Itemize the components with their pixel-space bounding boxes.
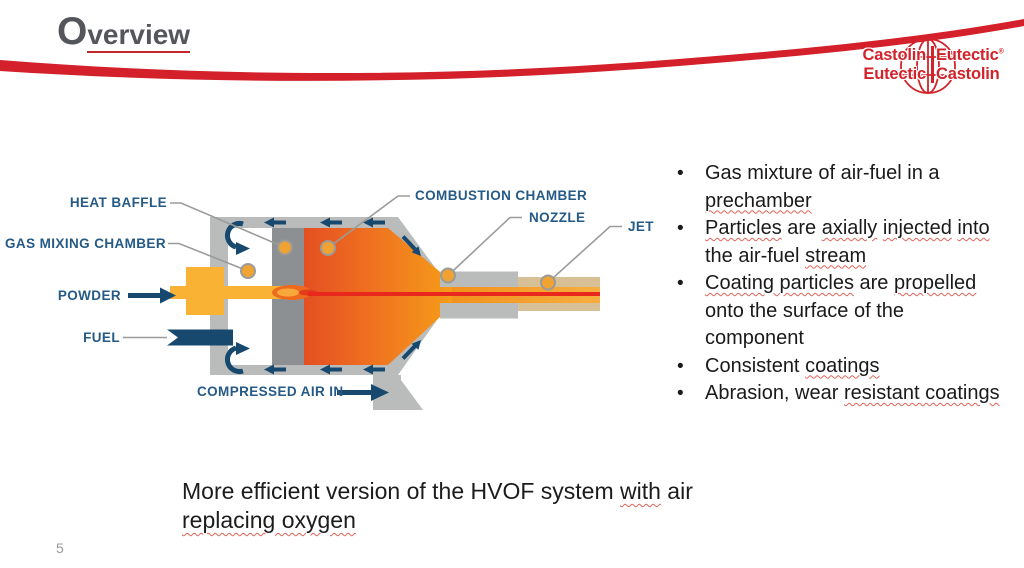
castolin-eutectic-logo: Castolin Eutectic® Eutectic Castolin xyxy=(845,46,1017,83)
combustion-chamber xyxy=(304,228,452,365)
misspelled-text: axially xyxy=(821,217,878,239)
misspelled-text: replacing oxygen xyxy=(182,507,356,533)
page-title: Overview xyxy=(57,10,191,54)
logo-word: Castolin xyxy=(936,64,1000,83)
logo-word: Eutectic xyxy=(863,64,926,83)
bullet-list: Gas mixture of air-fuel in a prechamberPa… xyxy=(668,160,1020,408)
label-fuel: FUEL xyxy=(83,330,120,345)
logo-word: Castolin xyxy=(862,46,927,64)
flow-arrows xyxy=(264,217,385,375)
text-segment: Abrasion, wear xyxy=(705,382,844,404)
misspelled-text: resistant coatings xyxy=(843,382,1000,404)
bullet-item: Consistent coatings xyxy=(668,353,1020,381)
jet-centre-line xyxy=(308,292,600,296)
fuel-inlet xyxy=(167,329,233,346)
bullet-item: Abrasion, wear resistant coatings xyxy=(668,380,1020,408)
misspelled-text: injected xyxy=(882,217,952,239)
logo-divider xyxy=(931,46,934,83)
misspelled-text: coatings xyxy=(805,354,880,377)
bullet-item: Coating particles are propelled onto the … xyxy=(668,270,1020,353)
misspelled-text: Particles xyxy=(705,217,782,239)
label-compressed-air-in: COMPRESSED AIR IN xyxy=(197,384,344,399)
particle-dots xyxy=(240,239,556,291)
text-segment: Gas mixture of air-fuel in a xyxy=(705,162,940,184)
hvof-gun-diagram xyxy=(123,195,622,410)
logo-word: Eutectic® xyxy=(936,46,1004,64)
title-initial: O xyxy=(57,10,88,53)
powder-arrow xyxy=(128,287,176,304)
misspelled-text: into xyxy=(957,217,990,239)
misspelled-text: with xyxy=(620,478,661,504)
powder-inlet xyxy=(170,267,286,315)
footer-text: More efficient version of the HVOF syste… xyxy=(182,477,822,535)
misspelled-text: stream xyxy=(805,244,867,267)
circulation-arrows xyxy=(225,221,250,374)
text-segment: are xyxy=(781,217,822,239)
text-segment: More efficient version of the HVOF syste… xyxy=(182,478,621,504)
label-jet: JET xyxy=(628,219,654,234)
bullet-item: Particles are axially injected into the a… xyxy=(668,215,1020,270)
bullet-item: Gas mixture of air-fuel in a prechamber xyxy=(668,160,1020,215)
title-rest: verview xyxy=(87,19,191,53)
taper-arrows xyxy=(401,235,421,360)
flame xyxy=(272,285,317,300)
label-nozzle: NOZZLE xyxy=(529,210,586,225)
label-gas-mixing-chamber: GAS MIXING CHAMBER xyxy=(5,236,166,251)
compressed-air-arrow xyxy=(337,384,389,401)
label-heat-baffle: HEAT BAFFLE xyxy=(69,195,167,210)
registered-mark: ® xyxy=(998,48,1004,56)
page-number: 5 xyxy=(56,540,64,556)
text-segment: onto the surface of the xyxy=(705,299,905,322)
air-inlet-port xyxy=(373,375,423,410)
jet-beam xyxy=(452,287,600,303)
misspelled-text: Coating particles xyxy=(705,272,854,294)
text-segment: are xyxy=(853,272,894,294)
gun-casing xyxy=(210,217,438,375)
text-segment: air xyxy=(660,478,693,504)
logo-row-1: Castolin Eutectic® xyxy=(845,46,1017,65)
nozzle-tube xyxy=(440,271,600,319)
heat-baffle xyxy=(272,228,304,365)
misspelled-text: prechamber xyxy=(705,189,812,212)
logo-row-2: Eutectic Castolin xyxy=(845,65,1017,84)
misspelled-text: propelled xyxy=(894,272,977,294)
text-segment: component xyxy=(705,327,804,349)
text-segment: the air-fuel xyxy=(705,244,806,267)
gas-mixing-chamber xyxy=(228,228,272,365)
label-powder: POWDER xyxy=(57,288,121,303)
label-combustion-chamber: COMBUSTION CHAMBER xyxy=(415,188,588,203)
text-segment: Consistent xyxy=(705,354,806,377)
